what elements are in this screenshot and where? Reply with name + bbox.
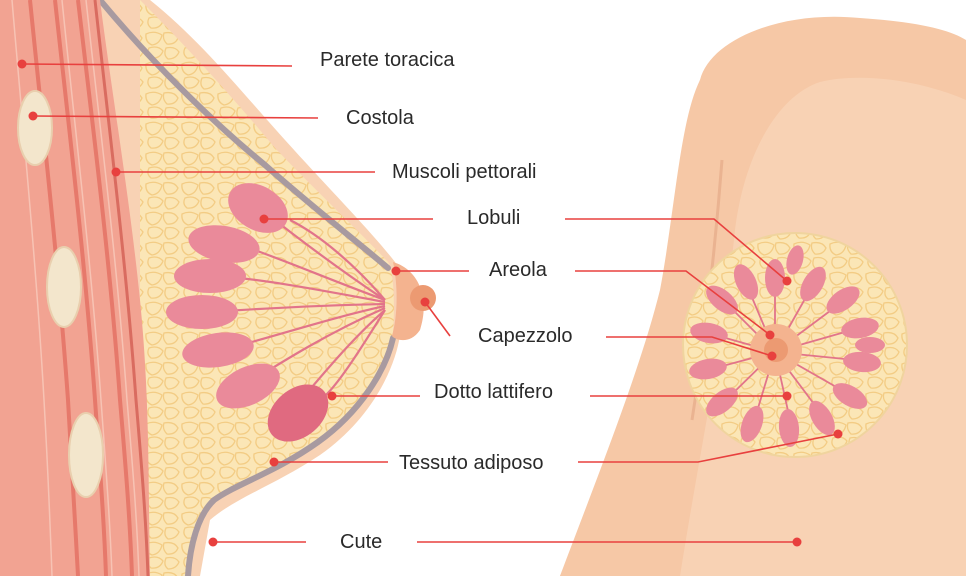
label-costola: Costola (346, 106, 414, 130)
dot-tessuto-left (270, 458, 279, 467)
label-lobuli: Lobuli (467, 206, 520, 230)
dot-cute-left (209, 538, 218, 547)
dot-muscoli-pettorali (112, 168, 121, 177)
lobule (174, 259, 246, 293)
dot-dotto-left (328, 392, 337, 401)
dot-parete-toracica (18, 60, 27, 69)
dot-areola-left (392, 267, 401, 276)
rib-3 (69, 413, 103, 497)
lobule (855, 337, 885, 353)
dot-lobuli-right (783, 277, 792, 286)
leader-capezzolo-left (425, 302, 450, 336)
dot-lobuli-left (260, 215, 269, 224)
dot-tessuto-right (834, 430, 843, 439)
dot-dotto-right (783, 392, 792, 401)
lobule (166, 295, 238, 329)
label-muscoli-pettorali: Muscoli pettorali (392, 160, 537, 184)
label-capezzolo: Capezzolo (478, 324, 573, 348)
dot-capezzolo-right (768, 352, 777, 361)
label-areola: Areola (489, 258, 547, 282)
dot-costola (29, 112, 38, 121)
label-dotto-lattifero: Dotto lattifero (434, 380, 553, 404)
label-tessuto-adiposo: Tessuto adiposo (399, 451, 544, 475)
label-parete-toracica: Parete toracica (320, 48, 455, 72)
side-view (0, 0, 436, 576)
nipple-front (764, 338, 788, 362)
front-view (560, 17, 966, 576)
rib-2 (47, 247, 81, 327)
dot-cute-right (793, 538, 802, 547)
rib-1 (18, 91, 52, 165)
dot-areola-right (766, 331, 775, 340)
dot-capezzolo-left (421, 298, 430, 307)
label-cute: Cute (340, 530, 382, 554)
